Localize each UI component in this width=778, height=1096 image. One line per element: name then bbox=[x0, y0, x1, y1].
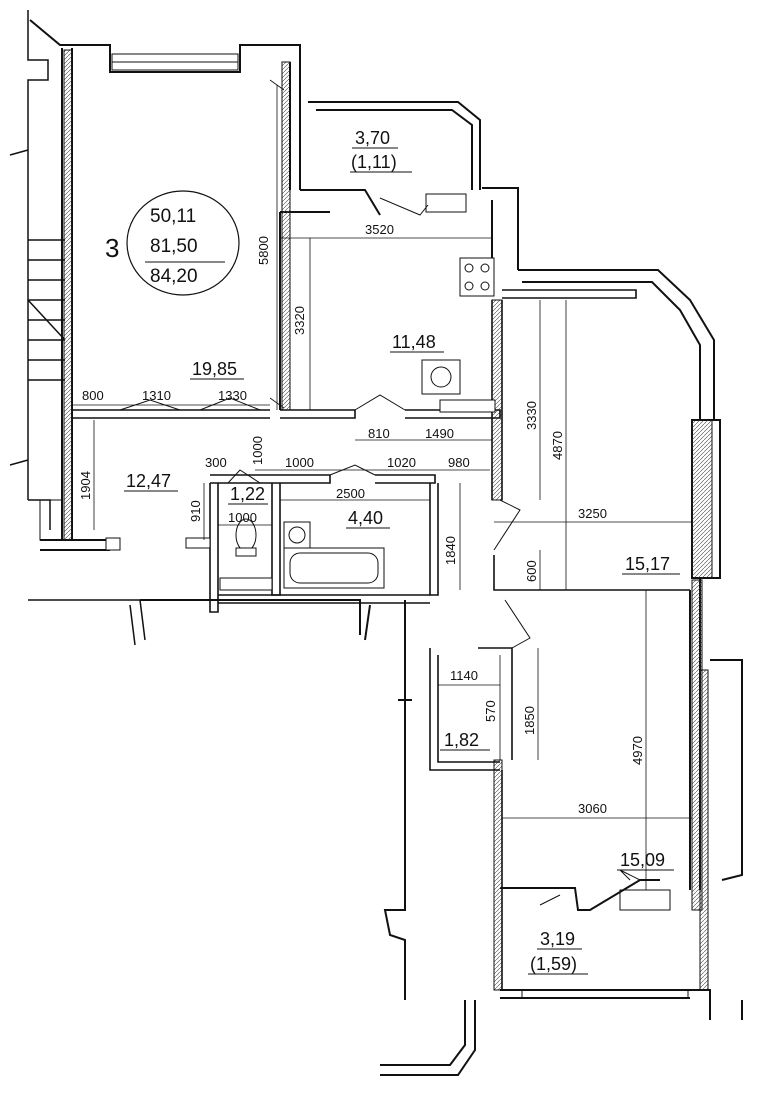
dim-1840: 1840 bbox=[443, 536, 458, 565]
dim-3250: 3250 bbox=[578, 506, 607, 521]
dim-3330: 3330 bbox=[524, 401, 539, 430]
dim-300: 300 bbox=[205, 455, 227, 470]
dimension-lines bbox=[72, 79, 692, 890]
dim-3520: 3520 bbox=[365, 222, 394, 237]
dim-1000-vertical: 1000 bbox=[250, 436, 265, 465]
radiator-icon bbox=[439, 399, 496, 413]
balcony-top-area: 3,70 bbox=[355, 128, 390, 148]
dim-1330: 1330 bbox=[218, 388, 247, 403]
room-right-bottom-area: 15,09 bbox=[620, 850, 665, 870]
room-area-labels: 3,70 (1,11) 11,48 19,85 12,47 1,22 4,40 … bbox=[124, 128, 680, 975]
dim-3060: 3060 bbox=[578, 801, 607, 816]
balcony-top-reduced: (1,11) bbox=[351, 152, 397, 172]
total-area: 81,50 bbox=[150, 236, 198, 257]
dim-1140: 1140 bbox=[450, 668, 478, 683]
dim-570: 570 bbox=[483, 700, 498, 722]
dim-800: 800 bbox=[82, 388, 104, 403]
total-area-with-balconies: 84,20 bbox=[150, 266, 198, 287]
dim-1020: 1020 bbox=[387, 455, 416, 470]
living-room-area: 19,85 bbox=[192, 359, 237, 379]
dim-3320: 3320 bbox=[292, 306, 307, 335]
dim-600: 600 bbox=[524, 560, 539, 582]
balcony-bottom-reduced: (1,59) bbox=[530, 954, 577, 974]
kitchen-area: 11,48 bbox=[392, 332, 436, 352]
radiator-icon bbox=[219, 577, 273, 591]
staircase bbox=[9, 10, 146, 646]
balcony-bottom-area: 3,19 bbox=[540, 929, 575, 949]
rooms-count: 3 bbox=[105, 233, 119, 263]
stove-icon bbox=[459, 257, 495, 297]
hall-area: 12,47 bbox=[126, 471, 171, 491]
bathroom-area: 4,40 bbox=[348, 508, 383, 528]
dim-4970: 4970 bbox=[630, 736, 645, 765]
apartment-badge: 3 50,11 81,50 84,20 bbox=[105, 190, 240, 296]
dim-810: 810 bbox=[368, 426, 390, 441]
living-area: 50,11 bbox=[150, 206, 196, 227]
storage-area: 1,82 bbox=[444, 730, 479, 750]
room-right-top-area: 15,17 bbox=[625, 554, 670, 574]
dimension-labels: 5800 3520 3320 800 1310 1330 810 1490 10… bbox=[78, 222, 645, 816]
dim-5800: 5800 bbox=[256, 236, 271, 265]
dim-980: 980 bbox=[448, 455, 470, 470]
dim-910: 910 bbox=[188, 500, 203, 522]
dim-1850: 1850 bbox=[522, 706, 537, 735]
doors bbox=[119, 197, 641, 906]
dim-1310: 1310 bbox=[142, 388, 171, 403]
dim-1000-a: 1000 bbox=[285, 455, 314, 470]
dim-1904: 1904 bbox=[78, 471, 93, 500]
dim-2500: 2500 bbox=[336, 486, 365, 501]
dim-1000-b: 1000 bbox=[228, 510, 257, 525]
windows bbox=[39, 53, 689, 999]
exterior-walls bbox=[29, 19, 743, 1076]
fixtures bbox=[105, 257, 496, 591]
toilet-area: 1,22 bbox=[230, 484, 265, 504]
hatched-walls bbox=[63, 49, 713, 991]
dim-1490: 1490 bbox=[425, 426, 454, 441]
dim-4870: 4870 bbox=[550, 431, 565, 460]
